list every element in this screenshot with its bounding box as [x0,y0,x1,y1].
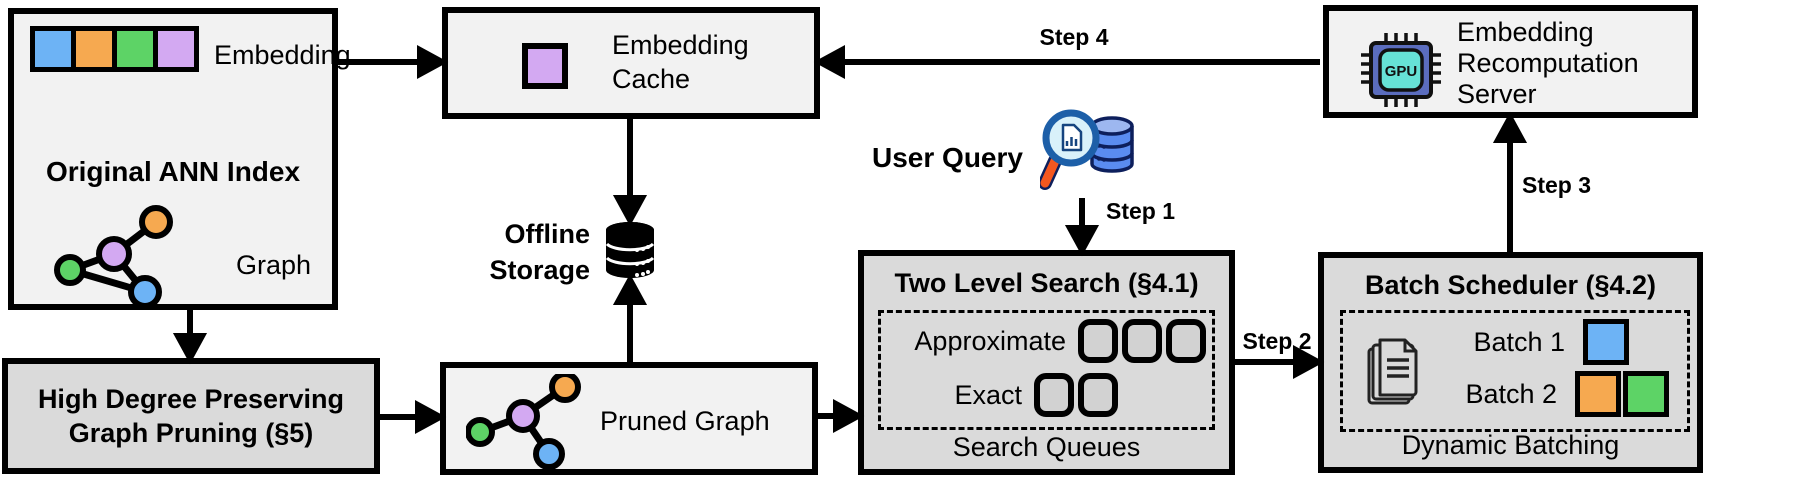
offline-storage-label-line1: Offline [504,219,591,249]
batch1-swatch-blue [1583,319,1629,365]
arrow-pruning-to-pruned [380,399,447,435]
arrow-index-to-cache [336,44,449,80]
arrow-step3 [1492,111,1528,252]
batch-scheduler-title: Batch Scheduler (§4.2) [1364,270,1657,300]
arrow-index-to-pruning [172,310,208,365]
database-icon [605,222,655,278]
dynamic-batching-footer: Dynamic Batching [1401,430,1620,460]
magnifier-icon [1040,109,1100,190]
pruned-graph-icon [466,374,581,470]
embedding-cache-title-line2: Cache [612,64,691,94]
step2-label: Step 2 [1242,328,1312,354]
batch2-swatches [1575,371,1669,417]
offline-storage-label-line2: Storage [489,255,590,285]
original-graph-icon [54,205,173,309]
step4-label: Step 4 [1039,24,1109,50]
step1-label: Step 1 [1106,198,1176,224]
queue-slot [1078,319,1118,363]
pruned-graph-label: Pruned Graph [600,406,770,436]
arrow-pruned-to-storage [612,273,648,362]
embedding-cache-title-line1: Embedding [612,30,749,60]
graph-pruning-title-line2: Graph Pruning (§5) [68,418,314,448]
batch2-swatch-green [1623,371,1669,417]
step3-label: Step 3 [1522,172,1592,198]
embedding-cell-green [117,31,153,67]
batch2-swatch-orange [1575,371,1621,417]
embedding-cache-box: Embedding Cache [442,7,820,119]
search-queues-footer: Search Queues [952,432,1141,462]
recomputation-server-box: GPU Embedding Recomputation Server [1323,5,1698,118]
queue-slot [1078,373,1118,417]
graph-pruning-title-line1: High Degree Preserving [37,384,345,414]
server-title-line2: Recomputation [1457,48,1639,78]
exact-queue-slots [1034,373,1118,417]
gpu-chip-label: GPU [1385,63,1418,80]
embedding-cell-orange [76,31,112,67]
documents-icon [1367,338,1418,405]
gpu-chip-icon: GPU [1361,33,1441,107]
arrow-pruned-to-search [818,398,865,434]
arrow-step1 [1064,198,1100,257]
pruned-graph-box: Pruned Graph [440,362,818,475]
embedding-cell-purple [158,31,194,67]
two-level-search-box: Two Level Search (§4.1) Approximate Exac… [858,250,1235,475]
arrow-step4 [813,44,1320,80]
graph-label: Graph [236,250,312,280]
server-title-line3: Server [1457,79,1537,109]
graph-pruning-box: High Degree Preserving Graph Pruning (§5… [2,358,380,474]
approximate-queue-slots [1078,319,1206,363]
server-title-line1: Embedding [1457,17,1594,47]
exact-queue-label: Exact [954,379,1022,410]
queue-slot [1166,319,1206,363]
arrow-cache-to-storage [612,119,648,227]
queue-slot [1034,373,1074,417]
user-query-icon [1040,109,1134,190]
search-queues-panel: Approximate Exact [878,310,1215,430]
approximate-queue-label: Approximate [914,325,1066,356]
cached-embedding-swatch [522,43,568,89]
embedding-vector-strip [30,26,199,72]
batch-scheduler-box: Batch Scheduler (§4.2) Batch 1 Batch 2 [1318,252,1703,473]
dynamic-batching-panel: Batch 1 Batch 2 [1340,310,1690,432]
queue-slot [1122,319,1162,363]
batch2-label: Batch 2 [1465,379,1557,409]
batch1-label: Batch 1 [1473,327,1565,357]
user-query-label: User Query [872,142,1023,173]
two-level-search-title: Two Level Search (§4.1) [894,268,1199,298]
embedding-cell-blue [35,31,71,67]
ann-index-title: Original ANN Index [45,156,301,187]
embedding-label: Embedding [214,40,351,70]
original-ann-index-box: Embedding Original ANN Index Graph [8,8,351,310]
